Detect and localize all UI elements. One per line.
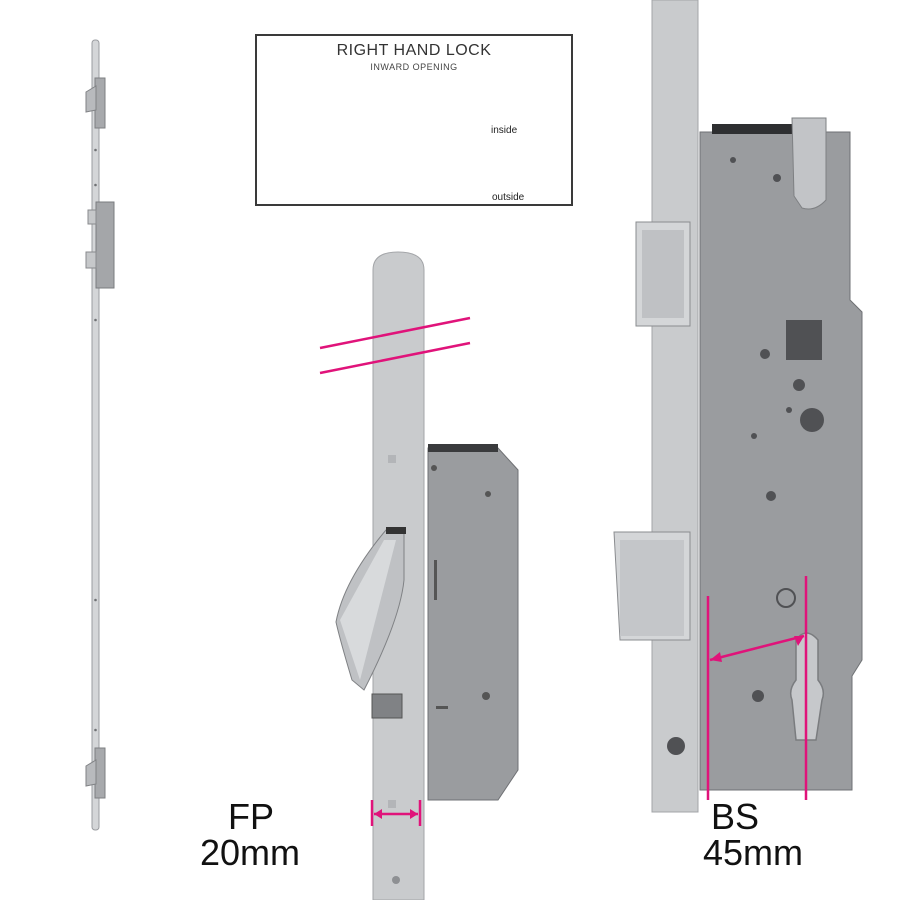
- forend-label: FP: [227, 796, 274, 837]
- bs-dimension-marker: [706, 576, 808, 800]
- outside-label: outside: [492, 192, 525, 203]
- backset-label: BS: [710, 796, 760, 837]
- lock-body-closeup: [613, 0, 863, 813]
- fp-dimension-marker: [370, 800, 422, 826]
- inside-label: inside: [491, 125, 518, 136]
- handing-diagram: RIGHT HAND LOCK INWARD OPENING inside ou…: [255, 34, 573, 206]
- backset-value: 45mm: [702, 832, 804, 873]
- forend-value: 20mm: [199, 832, 301, 873]
- handing-title: RIGHT HAND LOCK: [336, 42, 492, 59]
- forend-closeup: [319, 251, 519, 900]
- full-lock-strip: [85, 39, 115, 831]
- handing-subtitle: INWARD OPENING: [370, 62, 458, 72]
- break-line-1: [319, 316, 471, 350]
- top-hook: [791, 117, 827, 210]
- break-line-2: [319, 341, 471, 375]
- follower-spindle-hole: [786, 320, 822, 360]
